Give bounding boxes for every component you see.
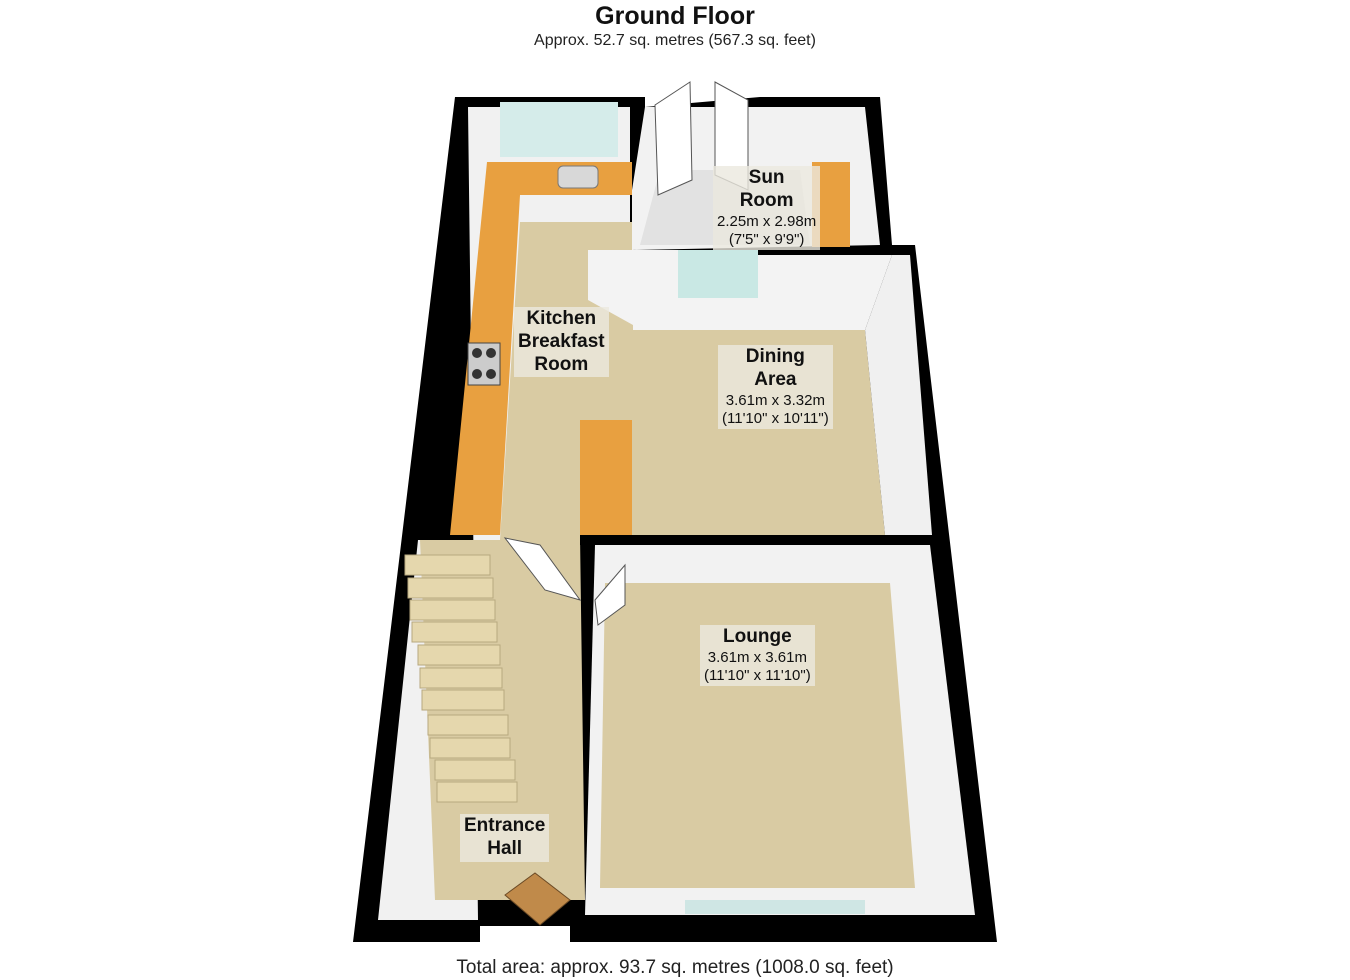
sun-room-tiled-step (678, 250, 758, 298)
doormat (504, 872, 571, 926)
breakfast-bar (580, 420, 632, 535)
partition-wall (580, 535, 932, 545)
lounge-floor (600, 583, 915, 888)
room-label-lounge: Lounge 3.61m x 3.61m(11'10" x 11'10") (700, 625, 815, 686)
kitchen-window (500, 102, 618, 157)
french-doors (654, 81, 749, 196)
dining-right-wall (865, 255, 932, 535)
front-door-gap (480, 926, 570, 942)
hall-door (503, 537, 582, 601)
staircase (404, 554, 518, 803)
sink-icon (557, 165, 599, 189)
hob-icon (467, 342, 501, 386)
total-area: Total area: approx. 93.7 sq. metres (100… (456, 957, 894, 978)
plan-floor-area: Approx. 52.7 sq. metres (567.3 sq. feet) (534, 32, 816, 49)
dining-back-wall (588, 250, 892, 330)
lounge-door (594, 563, 626, 626)
lounge-window (685, 900, 865, 914)
kitchen-worktop (450, 162, 632, 535)
plan-title: Ground Floor (595, 2, 755, 30)
